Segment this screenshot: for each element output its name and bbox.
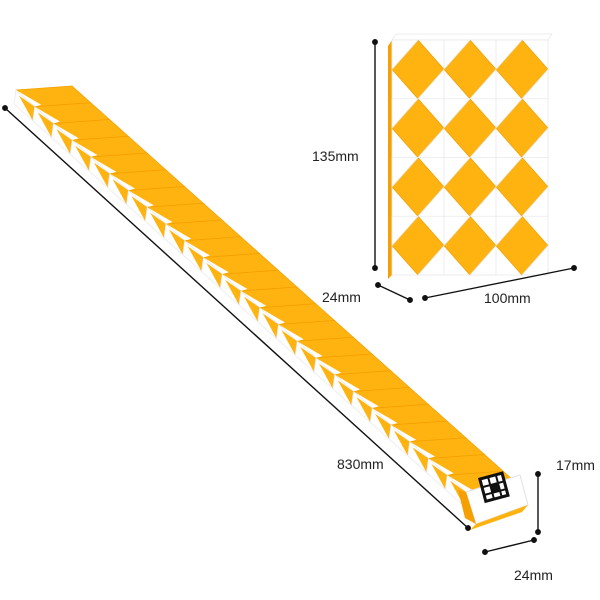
block-side-edge xyxy=(388,40,392,279)
block-corner xyxy=(495,215,523,247)
snake-length-line xyxy=(2,105,471,531)
block-corner xyxy=(469,127,497,158)
block-corner xyxy=(521,127,549,158)
block-corner xyxy=(495,98,523,130)
folded-block xyxy=(388,33,553,279)
snake-length-label: 830mm xyxy=(337,456,384,472)
block-corner xyxy=(469,68,497,100)
end-width-label: 24mm xyxy=(514,567,553,583)
block-corner xyxy=(521,185,549,217)
snake-end-face xyxy=(458,471,529,530)
end-width-line xyxy=(482,537,537,555)
block-corner xyxy=(417,68,445,100)
dimension-lines xyxy=(2,39,577,555)
end-height-label: 17mm xyxy=(556,457,595,473)
cube-logo-icon xyxy=(478,471,510,504)
block-width-line xyxy=(422,265,577,301)
block-height-label: 135mm xyxy=(312,148,359,164)
block-corner xyxy=(521,68,549,100)
snake-segment-white xyxy=(16,90,42,107)
block-top-edge xyxy=(391,33,553,41)
block-corner xyxy=(469,185,497,217)
block-corner xyxy=(495,157,523,188)
block-corner xyxy=(443,39,471,71)
block-corner xyxy=(495,39,523,71)
block-corner xyxy=(391,39,419,71)
block-depth-line xyxy=(375,282,413,303)
block-depth-label: 24mm xyxy=(322,289,361,305)
block-width-label: 100mm xyxy=(484,290,531,306)
